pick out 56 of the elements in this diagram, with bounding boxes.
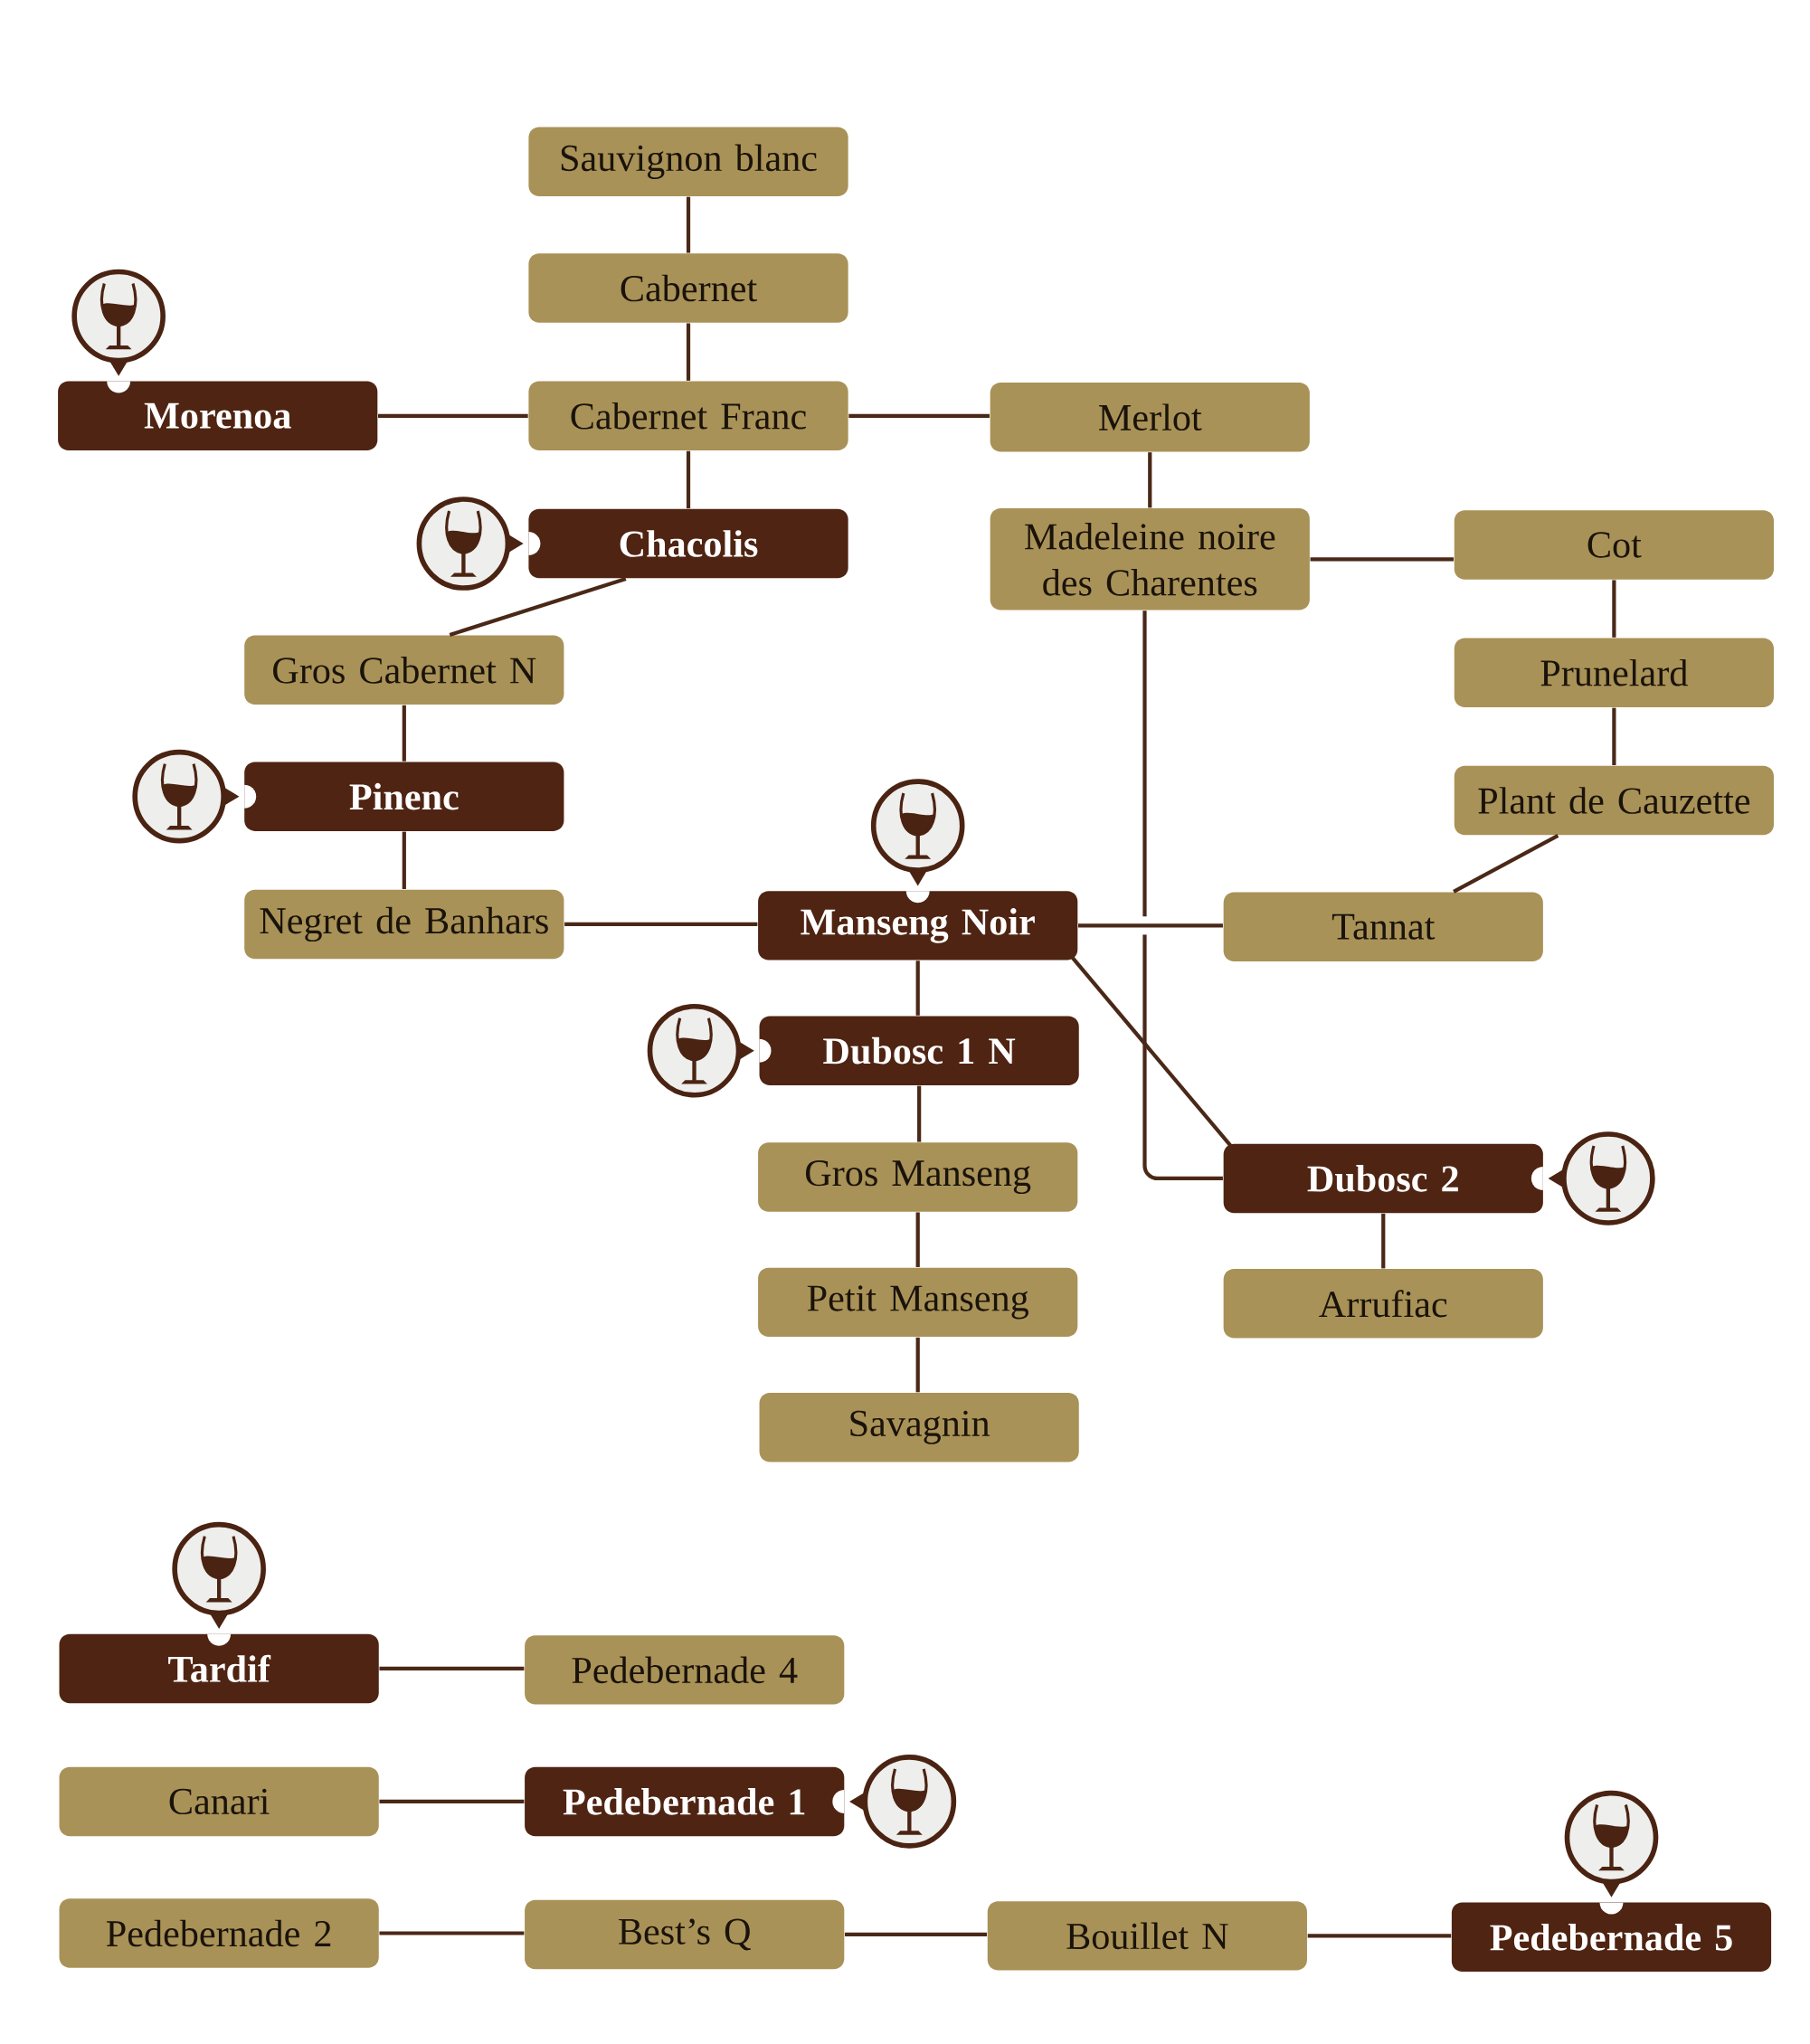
connector-line: [379, 1666, 525, 1670]
connector-line: [687, 196, 691, 253]
connector-line: [1310, 557, 1455, 562]
connector-line: [379, 1799, 525, 1804]
connector-line: [915, 1212, 921, 1267]
variety-box: Pedebernade 5: [1452, 1902, 1772, 1973]
variety-box: Dubosc 1 N: [759, 1016, 1079, 1085]
variety-box: Pedebernade 1: [525, 1766, 845, 1837]
connector-line: [564, 922, 758, 926]
variety-box: Plant de Cauzette: [1455, 765, 1775, 836]
connector-line: [687, 450, 691, 509]
variety-box: Canari: [59, 1766, 379, 1837]
connector-line: [915, 960, 921, 1016]
variety-box: Manseng Noir: [758, 891, 1078, 960]
variety-box: Tardif: [59, 1633, 379, 1704]
connector-line: [1142, 610, 1224, 1181]
connector-line: [1612, 580, 1616, 638]
connector-line: [1078, 923, 1224, 928]
variety-box: Cabernet: [528, 253, 848, 323]
variety-box: Madeleine noire des Charentes: [990, 508, 1311, 610]
variety-box: Dubosc 2: [1223, 1143, 1544, 1214]
variety-box: Sauvignon blanc: [528, 127, 848, 196]
connector-line: [845, 1932, 988, 1937]
variety-box: Cabernet Franc: [528, 381, 848, 450]
variety-box: Cot: [1455, 510, 1775, 580]
variety-box: Morenoa: [58, 381, 378, 450]
variety-box: Negret de Banhars: [244, 889, 564, 960]
variety-box: Pedebernade 2: [59, 1898, 379, 1968]
variety-box: Arrufiac: [1223, 1269, 1544, 1339]
connector-line: [915, 1337, 921, 1393]
connector-line: [378, 413, 528, 418]
connector-line: [1070, 955, 1233, 1148]
variety-box: Pedebernade 4: [525, 1635, 845, 1705]
connector-line: [379, 1931, 525, 1935]
variety-box: Gros Cabernet N: [244, 635, 564, 705]
variety-box: Gros Manseng: [758, 1142, 1078, 1212]
variety-box: Merlot: [990, 383, 1311, 452]
connector-line: [917, 1085, 922, 1142]
variety-box: Petit Manseng: [758, 1267, 1078, 1338]
connector-line: [1381, 1213, 1386, 1269]
connector-line: [402, 705, 407, 762]
variety-box: Bouillet N: [988, 1901, 1308, 1971]
connector-line: [1612, 707, 1616, 766]
connector-line: [1453, 834, 1559, 894]
variety-box: Pinenc: [244, 762, 564, 831]
variety-box: Prunelard: [1455, 638, 1775, 707]
connector-line: [1307, 1934, 1452, 1938]
connector-line: [402, 831, 407, 889]
connector-line: [687, 323, 691, 381]
connector-line: [1148, 452, 1152, 508]
variety-box: Tannat: [1223, 892, 1544, 961]
variety-box: Savagnin: [759, 1393, 1079, 1462]
connector-line: [449, 576, 627, 637]
connector-line: [848, 413, 990, 418]
variety-box: Best’s Q: [525, 1899, 845, 1970]
variety-box: Chacolis: [528, 508, 848, 579]
